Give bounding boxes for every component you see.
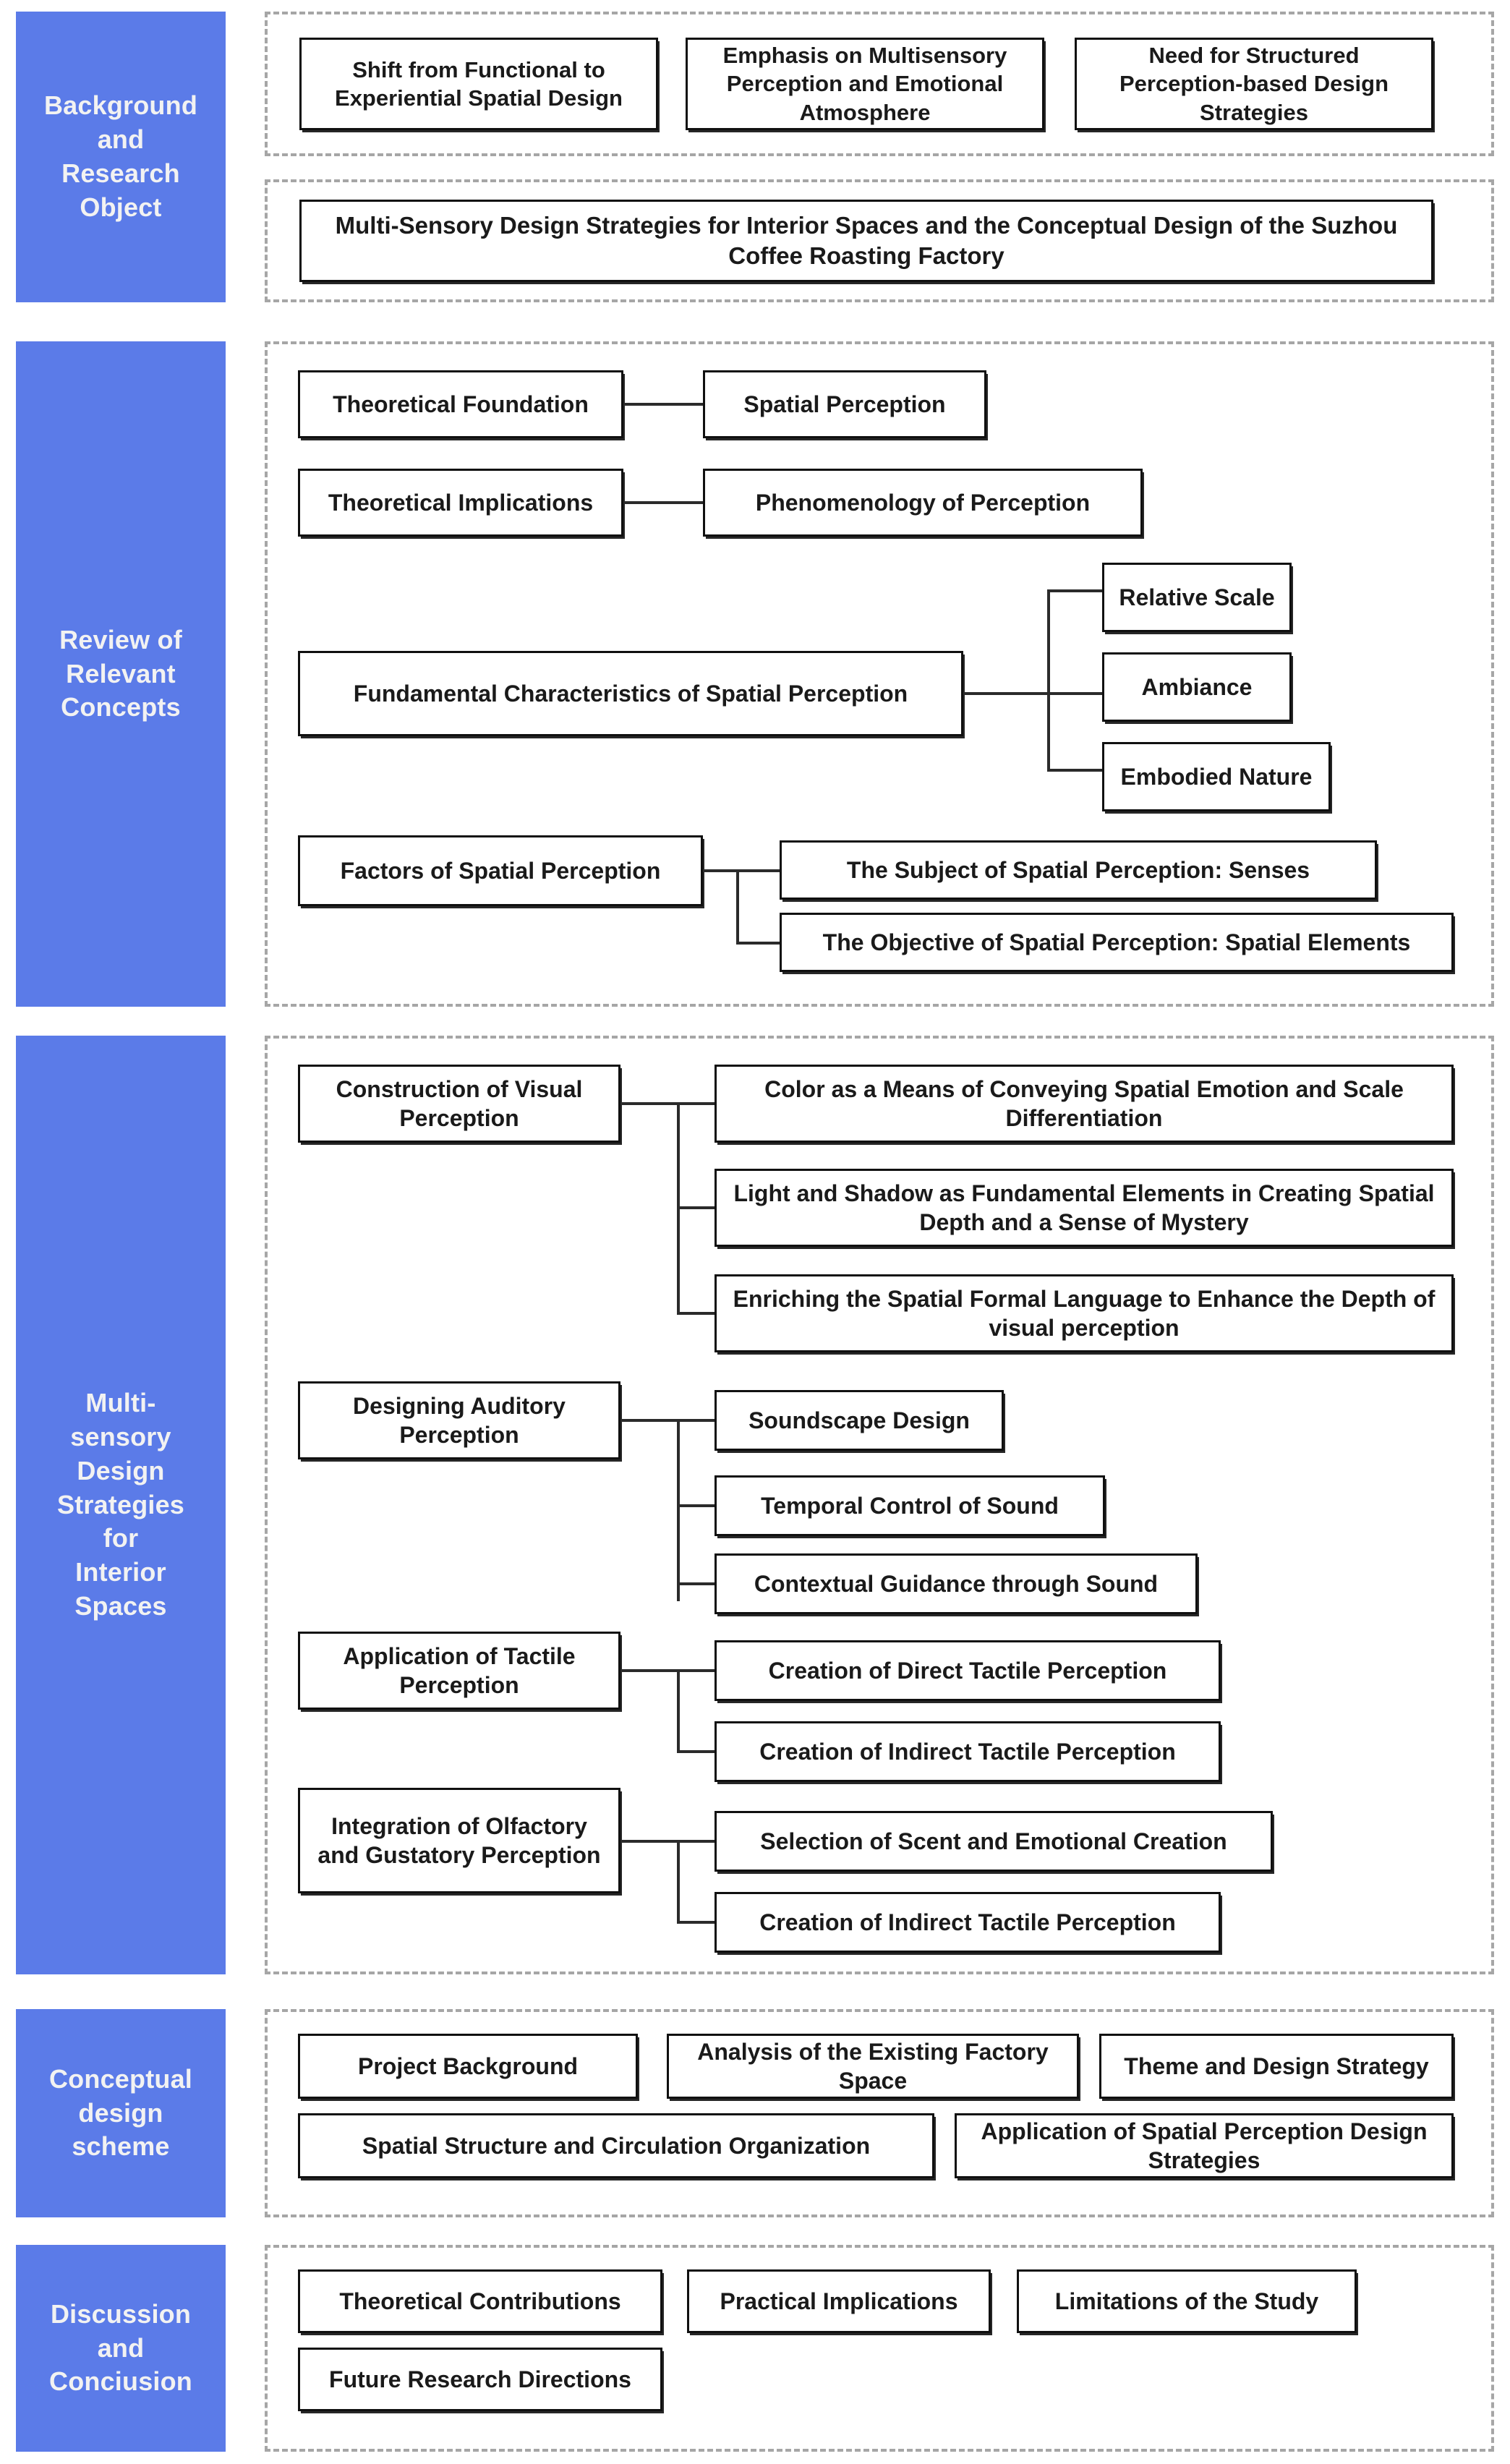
node-ambiance[interactable]: Ambiance [1102,652,1292,722]
section-band-strategies: Multi- sensory Design Strategies for Int… [16,1036,226,1974]
section-band-discussion: Discussion and Conciusion [16,2245,226,2452]
node-need-structured-strategies[interactable]: Need for Structured Perception-based Des… [1075,38,1433,130]
connector-fundamental-spine [1047,589,1050,772]
node-contextual-guidance-sound[interactable]: Contextual Guidance through Sound [715,1553,1198,1614]
node-factors-of-spatial-perception[interactable]: Factors of Spatial Perception [298,835,703,906]
connector-subject-senses [736,869,781,872]
node-selection-of-scent[interactable]: Selection of Scent and Emotional Creatio… [715,1811,1273,1872]
node-spatial-perception[interactable]: Spatial Perception [703,370,986,438]
connector-olfactory-spine [677,1840,680,1921]
node-designing-auditory-perception[interactable]: Designing Auditory Perception [298,1381,620,1459]
connector-visual-formal-language [677,1312,717,1315]
node-emphasis-multisensory[interactable]: Emphasis on Multisensory Perception and … [686,38,1044,130]
section-band-background: Background and Research Object [16,12,226,302]
node-relative-scale[interactable]: Relative Scale [1102,563,1292,632]
node-phenomenology-of-perception[interactable]: Phenomenology of Perception [703,469,1143,537]
node-subject-of-spatial-perception[interactable]: The Subject of Spatial Perception: Sense… [780,840,1377,900]
node-objective-of-spatial-perception[interactable]: The Objective of Spatial Perception: Spa… [780,913,1454,972]
node-spatial-formal-language[interactable]: Enriching the Spatial Formal Language to… [715,1274,1454,1352]
section-group-drivers [265,12,1494,156]
node-theoretical-foundation[interactable]: Theoretical Foundation [298,370,623,438]
node-soundscape-design[interactable]: Soundscape Design [715,1390,1004,1451]
connector-theoretical-implications [623,501,703,504]
connector-indirect-tactile-2 [677,1921,717,1924]
section-band-review: Review of Relevant Concepts [16,341,226,1007]
connector-scent-selection [677,1840,717,1843]
node-creation-indirect-tactile[interactable]: Creation of Indirect Tactile Perception [715,1721,1221,1782]
section-group-discussion [265,2245,1494,2452]
node-fundamental-characteristics[interactable]: Fundamental Characteristics of Spatial P… [298,651,963,736]
connector-embodied-nature [1047,769,1104,772]
connector-direct-tactile [677,1669,717,1672]
connector-tactile-trunk [620,1669,703,1672]
node-limitations-of-the-study[interactable]: Limitations of the Study [1017,2269,1357,2333]
node-theoretical-implications[interactable]: Theoretical Implications [298,469,623,537]
connector-contextual-guidance [677,1582,717,1585]
section-group-conceptual [265,2009,1494,2217]
node-light-and-shadow[interactable]: Light and Shadow as Fundamental Elements… [715,1169,1454,1247]
node-shift-functional-experiential[interactable]: Shift from Functional to Experiential Sp… [299,38,658,130]
connector-visual-trunk [620,1102,703,1105]
node-future-research-directions[interactable]: Future Research Directions [298,2348,662,2411]
connector-soundscape [677,1419,717,1422]
connector-ambiance [1047,692,1104,695]
connector-factors-spine [736,869,739,945]
node-application-of-tactile-perception[interactable]: Application of Tactile Perception [298,1632,620,1710]
connector-temporal-control [677,1504,717,1507]
connector-visual-light-shadow [677,1206,717,1209]
node-project-background[interactable]: Project Background [298,2034,638,2099]
section-group-review [265,341,1494,1007]
node-theoretical-contributions[interactable]: Theoretical Contributions [298,2269,662,2333]
connector-fundamental-trunk [963,692,1050,695]
section-band-conceptual: Conceptual design scheme [16,2009,226,2217]
node-spatial-structure-circulation[interactable]: Spatial Structure and Circulation Organi… [298,2113,934,2178]
connector-theoretical-foundation [623,403,703,406]
node-research-object[interactable]: Multi-Sensory Design Strategies for Inte… [299,200,1433,282]
node-construction-of-visual-perception[interactable]: Construction of Visual Perception [298,1065,620,1143]
connector-auditory-spine [677,1419,680,1601]
section-group-research-object [265,179,1494,302]
node-temporal-control-of-sound[interactable]: Temporal Control of Sound [715,1475,1105,1536]
connector-indirect-tactile [677,1750,717,1753]
node-practical-implications[interactable]: Practical Implications [687,2269,991,2333]
node-embodied-nature[interactable]: Embodied Nature [1102,742,1331,811]
node-theme-and-design-strategy[interactable]: Theme and Design Strategy [1099,2034,1454,2099]
node-analysis-existing-factory-space[interactable]: Analysis of the Existing Factory Space [667,2034,1079,2099]
node-color-spatial-emotion[interactable]: Color as a Means of Conveying Spatial Em… [715,1065,1454,1143]
node-integration-olfactory-gustatory[interactable]: Integration of Olfactory and Gustatory P… [298,1788,620,1893]
node-application-spatial-perception-strategies[interactable]: Application of Spatial Perception Design… [955,2113,1454,2178]
connector-olfactory-trunk [620,1840,703,1843]
connector-objective-elements [736,942,781,945]
connector-visual-color [677,1102,717,1105]
node-creation-direct-tactile[interactable]: Creation of Direct Tactile Perception [715,1640,1221,1701]
node-creation-indirect-tactile-2[interactable]: Creation of Indirect Tactile Perception [715,1892,1221,1953]
connector-tactile-spine [677,1669,680,1750]
connector-relative-scale [1047,589,1104,592]
section-group-strategies [265,1036,1494,1974]
connector-factors-trunk [703,869,765,872]
connector-auditory-trunk [620,1419,703,1422]
